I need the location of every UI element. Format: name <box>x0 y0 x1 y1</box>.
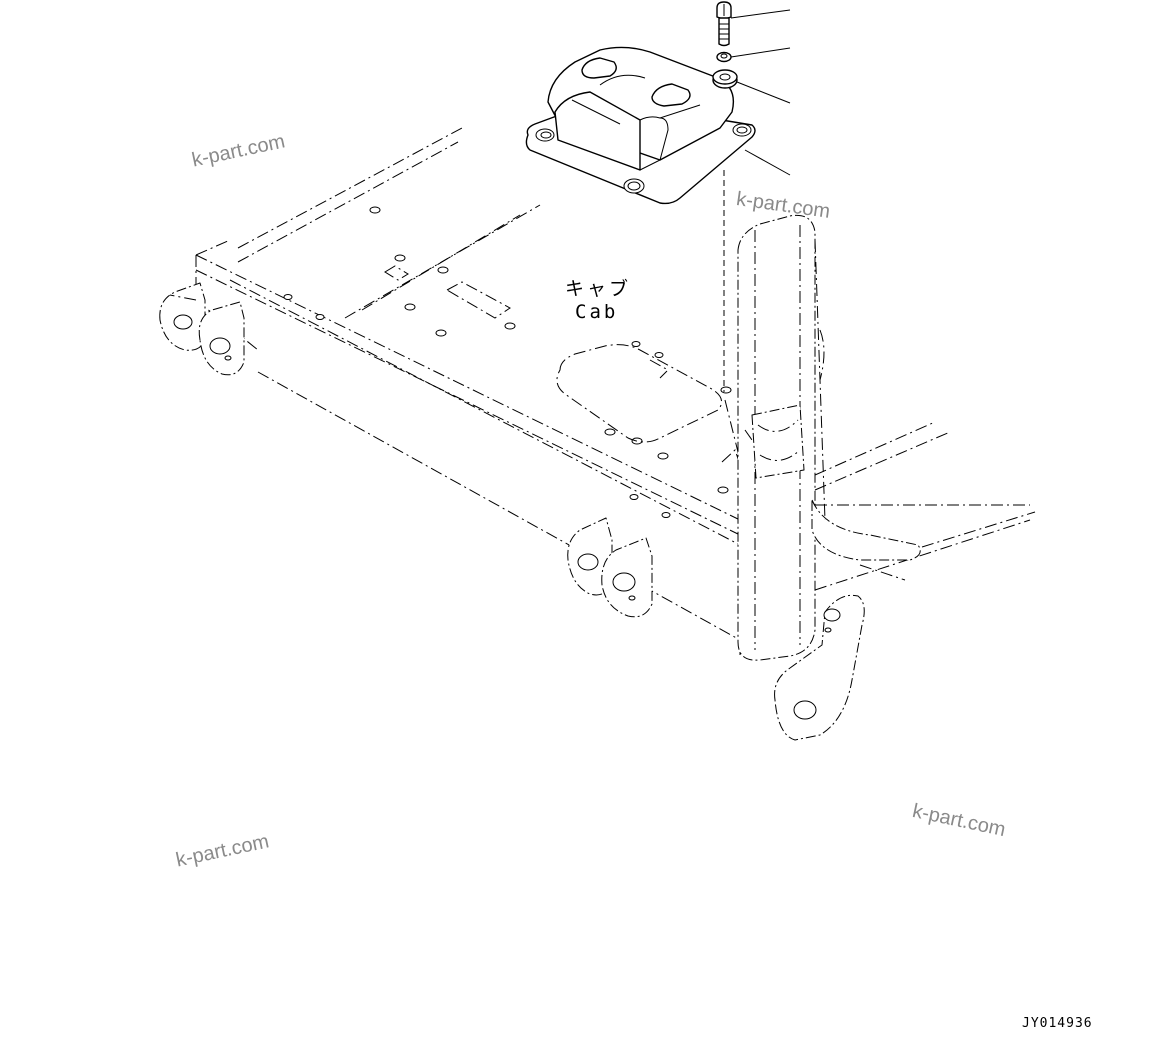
drawing-code: JY014936 <box>1022 1016 1093 1031</box>
leader-lines <box>730 9 791 176</box>
cab-support-post <box>737 214 816 661</box>
washer <box>712 69 738 89</box>
revolving-frame <box>195 127 743 655</box>
cab-label-english: Cab <box>575 301 619 323</box>
lock-washer <box>716 51 732 63</box>
left-mounting-brackets <box>159 282 245 376</box>
frame-holes <box>283 206 732 518</box>
cab-label-japanese: キャブ <box>565 278 632 300</box>
cab-mount <box>525 46 756 205</box>
right-side-frame <box>774 239 1036 741</box>
middle-mounting-brackets <box>567 517 653 618</box>
bolt <box>716 1 732 47</box>
